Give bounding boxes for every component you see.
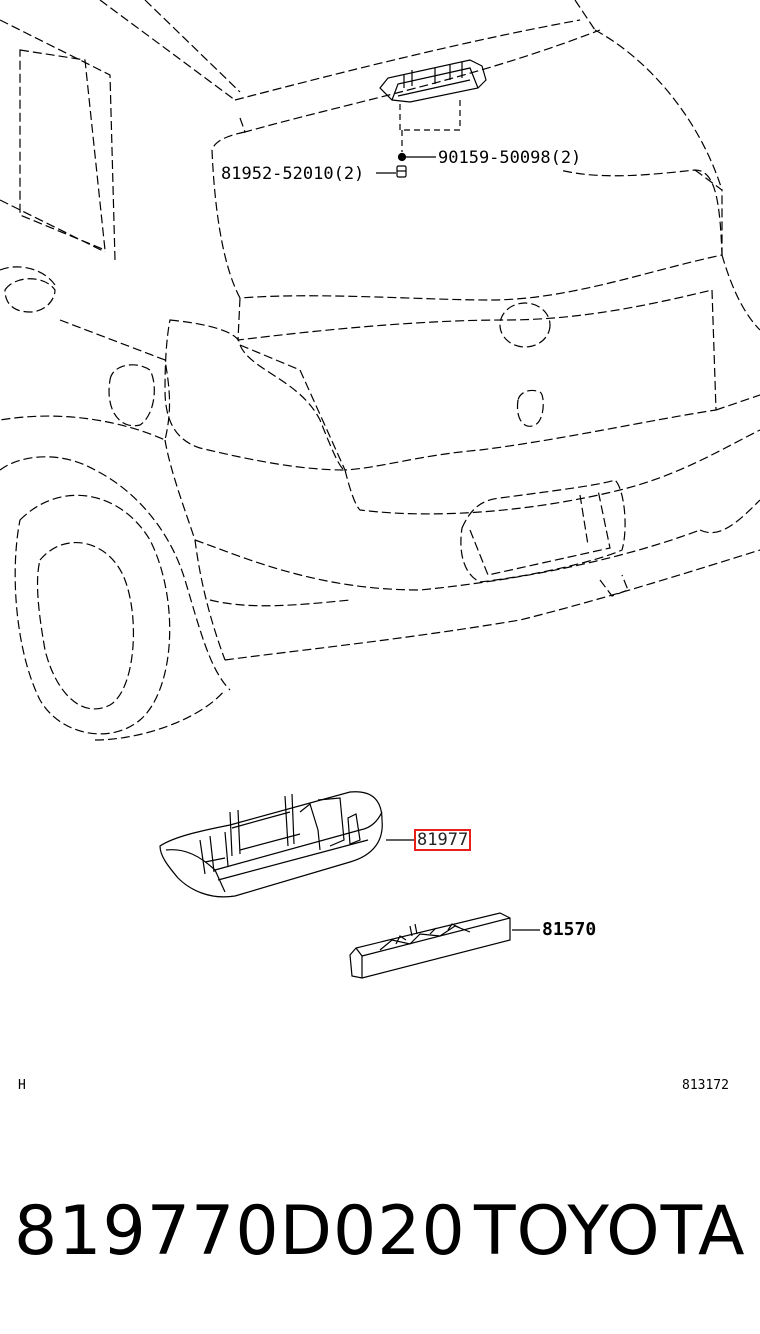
hardware-leaders	[399, 96, 461, 152]
diagram-number: 813172	[682, 1078, 729, 1093]
part-number: 819770D020	[14, 1192, 466, 1271]
car-outline	[0, 0, 760, 741]
bolt-icon	[397, 152, 436, 162]
callout-nut: 81952-52010(2)	[221, 164, 365, 184]
lamp-part	[349, 912, 540, 979]
callout-cover[interactable]: 81977	[414, 829, 472, 851]
brand-name: TOYOTA	[474, 1192, 746, 1271]
callout-lamp: 81570	[542, 919, 597, 940]
cover-part	[159, 791, 414, 898]
nut-icon	[376, 165, 407, 178]
diagram-section-code: H	[18, 1078, 26, 1093]
callout-bolt: 90159-50098(2)	[438, 148, 582, 168]
lamp-on-car	[379, 59, 487, 103]
